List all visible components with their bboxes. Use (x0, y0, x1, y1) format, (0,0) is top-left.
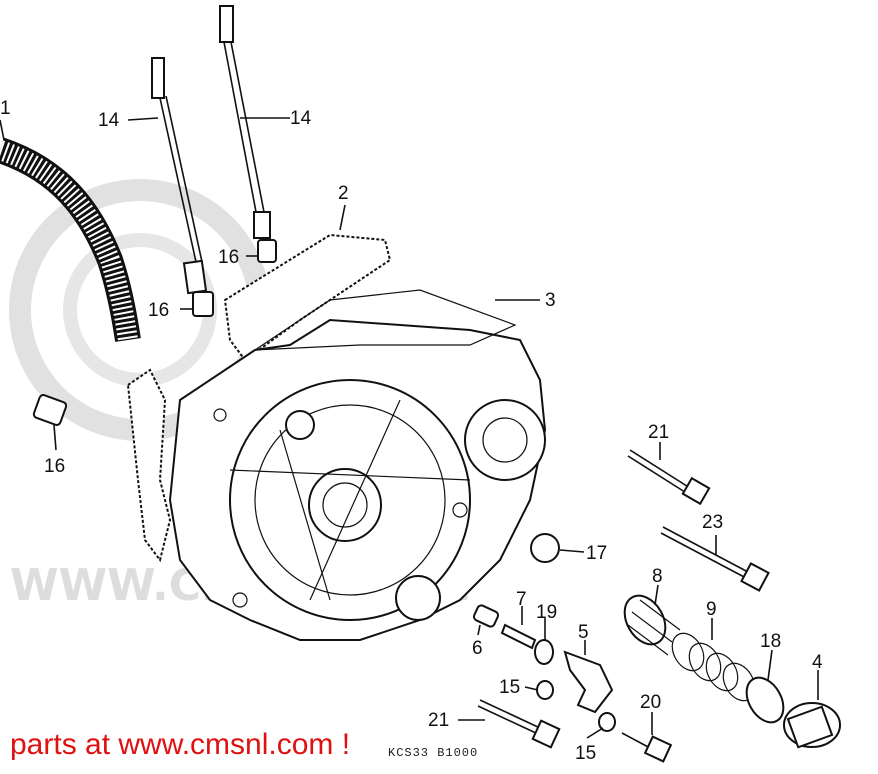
label-part-15-upper: 15 (499, 677, 520, 698)
label-part-21-lower: 21 (428, 710, 449, 731)
washer-part-15-lower (598, 712, 616, 732)
label-part-16-middle: 16 (148, 300, 169, 321)
leader-lines (0, 117, 819, 739)
label-part-16-upper: 16 (218, 247, 239, 268)
label-part-9: 9 (706, 599, 717, 620)
pin-part-6 (472, 604, 500, 628)
oring-part-18 (745, 676, 785, 724)
washer-part-19 (534, 639, 554, 665)
dowel-pin-upper (257, 239, 277, 263)
gasket-part-2 (223, 233, 392, 362)
label-part-18: 18 (760, 631, 781, 652)
bolt-21-upper (627, 449, 711, 506)
crankcase-part-3 (168, 289, 547, 641)
label-part-21-upper: 21 (648, 422, 669, 443)
washer-part-15-upper (536, 680, 554, 700)
part-labels: 1 14 14 2 3 16 16 16 21 23 17 8 9 18 4 7… (0, 98, 823, 764)
plug-part-4 (783, 702, 841, 749)
label-part-14-left: 14 (98, 110, 120, 131)
bolt-23 (660, 526, 770, 592)
lever-part-5 (563, 650, 614, 714)
seal-part-17 (530, 533, 560, 563)
label-part-1: 1 (0, 98, 11, 119)
drawing-code: KCS33 B1000 (388, 746, 479, 760)
label-part-23: 23 (702, 512, 723, 533)
bolt-21-lower (477, 699, 561, 749)
dowel-pin-middle (192, 291, 214, 317)
label-part-16-left: 16 (44, 456, 65, 477)
label-part-8: 8 (652, 566, 663, 587)
label-part-14-right: 14 (290, 108, 312, 129)
dowel-pin-left (32, 394, 68, 426)
label-part-15-lower: 15 (575, 743, 596, 764)
label-part-17: 17 (586, 543, 607, 564)
stud-bolt-left (151, 57, 208, 295)
label-part-3: 3 (545, 290, 556, 311)
strainer-part-8 (623, 594, 681, 656)
tube-part-1 (0, 137, 141, 342)
label-part-19: 19 (536, 602, 557, 623)
label-part-20: 20 (640, 692, 661, 713)
label-part-4: 4 (812, 652, 823, 673)
spring-part-9 (671, 632, 756, 702)
label-part-5: 5 (578, 622, 589, 643)
label-part-7: 7 (516, 589, 527, 610)
label-part-2: 2 (338, 183, 349, 204)
bolt-part-20 (621, 732, 673, 763)
gasket-edge (126, 368, 172, 563)
stud-bolt-right (219, 5, 271, 239)
spring-part-7 (500, 623, 537, 650)
label-part-6: 6 (472, 638, 483, 659)
footer-link-text[interactable]: parts at www.cmsnl.com ! (10, 728, 351, 761)
